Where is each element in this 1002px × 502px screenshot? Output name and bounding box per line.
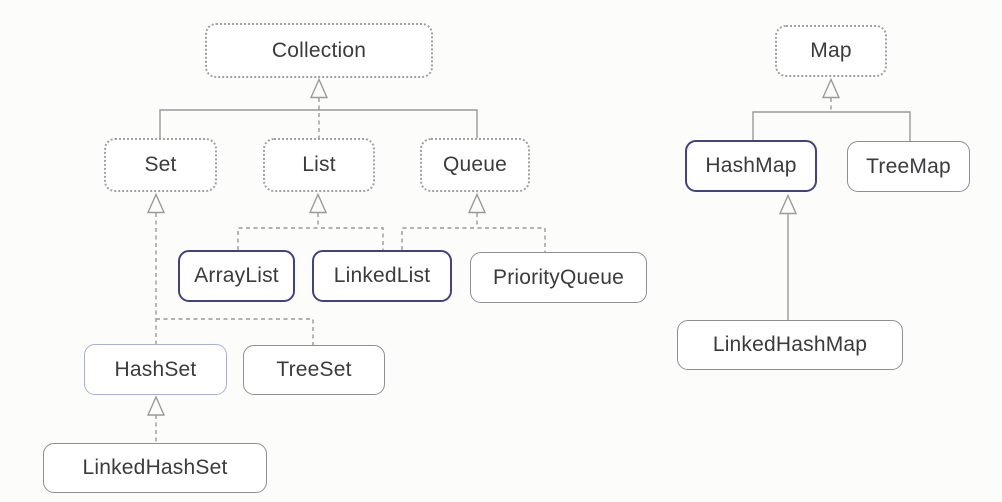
- node-arraylist: ArrayList: [178, 250, 295, 302]
- node-queue-label: Queue: [442, 153, 508, 176]
- node-list-label: List: [302, 153, 336, 176]
- node-linkedlist-label: LinkedList: [333, 264, 431, 287]
- edge-queue-to-linkedlist-priorityqueue: [401, 227, 546, 252]
- node-collection-label: Collection: [271, 38, 367, 62]
- node-linkedhashmap: LinkedHashMap: [677, 320, 903, 370]
- node-set: Set: [104, 138, 217, 192]
- node-linkedhashset-label: LinkedHashSet: [82, 456, 228, 479]
- node-treemap: TreeMap: [847, 141, 970, 192]
- node-linkedhashset: LinkedHashSet: [43, 443, 267, 493]
- node-map-label: Map: [810, 39, 852, 62]
- inheritance-arrow-list-icon: [308, 192, 328, 214]
- node-queue: Queue: [420, 138, 530, 192]
- node-hashmap-label: HashMap: [705, 154, 797, 177]
- inheritance-arrow-set-icon: [146, 192, 166, 214]
- node-linkedlist: LinkedList: [312, 250, 452, 302]
- node-collection: Collection: [205, 23, 433, 78]
- node-set-label: Set: [144, 153, 177, 176]
- inheritance-arrow-hashset-icon: [146, 395, 166, 416]
- node-treemap-label: TreeMap: [866, 154, 951, 178]
- inheritance-arrow-map-icon: [821, 77, 841, 99]
- edge-set-to-treeset: [156, 318, 314, 345]
- node-hashset-label: HashSet: [114, 357, 197, 381]
- inheritance-arrow-queue-icon: [467, 192, 487, 214]
- node-priorityqueue: PriorityQueue: [470, 252, 647, 303]
- inheritance-arrow-collection-icon: [309, 77, 329, 99]
- node-hashmap: HashMap: [685, 140, 817, 192]
- node-treeset: TreeSet: [243, 345, 385, 395]
- edge-list-to-arraylist-linkedlist: [237, 227, 384, 250]
- node-priorityqueue-label: PriorityQueue: [493, 265, 624, 289]
- edge-map-branch-bar: [752, 111, 911, 141]
- node-treeset-label: TreeSet: [276, 358, 352, 381]
- node-arraylist-label: ArrayList: [194, 264, 279, 287]
- node-linkedhashmap-label: LinkedHashMap: [712, 333, 868, 356]
- node-map: Map: [775, 25, 887, 77]
- node-list: List: [263, 138, 375, 192]
- edge-collection-branch-bar: [159, 109, 478, 138]
- inheritance-arrow-hashmap-icon: [778, 193, 798, 215]
- node-hashset: HashSet: [84, 344, 227, 395]
